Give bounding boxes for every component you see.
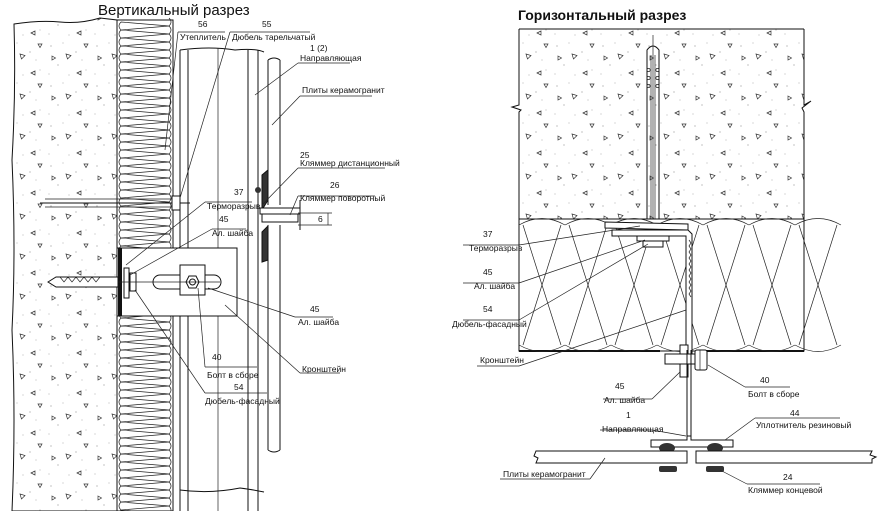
leader-lines-vertical bbox=[125, 31, 385, 394]
callout-label: Терморазрыв bbox=[207, 201, 261, 211]
callout-label: Кронштейн bbox=[302, 364, 346, 374]
callout-number: 40 bbox=[212, 352, 222, 362]
callout-number: 56 bbox=[198, 19, 208, 29]
insulation-horizontal bbox=[518, 218, 842, 352]
callout-label: Дюбель-фасадный bbox=[452, 319, 527, 329]
ceramic-tile-vertical bbox=[267, 57, 281, 453]
callout-label: Уплотнитель резиновый bbox=[756, 420, 852, 430]
callout-label: Плиты керамогранит bbox=[302, 85, 385, 95]
leader-lines-horizontal bbox=[463, 225, 840, 485]
callout-label: Дюбель-фасадный bbox=[205, 396, 280, 406]
concrete-wall bbox=[11, 17, 118, 511]
callout-label: Кляммер поворотный bbox=[300, 193, 385, 203]
callout-number: 45 bbox=[483, 267, 493, 277]
callout-label: Ал. шайба bbox=[298, 317, 339, 327]
callouts-horizontal: 37 Терморазрыв 45 Ал. шайба 54 Дюбель-фа… bbox=[452, 229, 852, 495]
callout-number: 54 bbox=[234, 382, 244, 392]
callout-label: Кляммер концевой bbox=[748, 485, 823, 495]
bracket-horizontal bbox=[604, 221, 708, 378]
bracket-vertical bbox=[47, 247, 238, 317]
callout-label: Ал. шайба bbox=[474, 281, 515, 291]
callout-label: Болт в сборе bbox=[748, 389, 800, 399]
callout-label: Ал. шайба bbox=[212, 228, 253, 238]
clamp-assembly bbox=[255, 168, 301, 263]
vertical-section: Вертикальный разрез bbox=[11, 2, 400, 511]
callout-number: 44 bbox=[790, 408, 800, 418]
callout-number: 40 bbox=[760, 375, 770, 385]
plate-dowel bbox=[40, 195, 190, 211]
callout-number: 54 bbox=[483, 304, 493, 314]
callout-number: 37 bbox=[234, 187, 244, 197]
horizontal-section-title: Горизонтальный разрез bbox=[518, 7, 686, 23]
callout-label: Утеплитель bbox=[180, 32, 226, 42]
callout-label: Плиты керамогранит bbox=[503, 469, 586, 479]
callouts-vertical: 56 Утеплитель 55 Дюбель тарельчатый 1 (2… bbox=[180, 19, 400, 406]
concrete-wall-horizontal bbox=[519, 29, 804, 219]
callout-label: Кронштейн bbox=[480, 355, 524, 365]
callout-label: Направляющая bbox=[602, 424, 664, 434]
callout-label: Ал. шайба bbox=[604, 395, 645, 405]
vertical-section-title: Вертикальный разрез bbox=[98, 2, 250, 19]
callout-label: Кляммер дистанционный bbox=[300, 158, 400, 168]
callout-label: Болт в сборе bbox=[207, 370, 259, 380]
callout-label: Направляющая bbox=[300, 53, 362, 63]
callout-number: 45 bbox=[219, 214, 229, 224]
callout-number: 45 bbox=[310, 304, 320, 314]
callout-number: 55 bbox=[262, 19, 272, 29]
guide-horizontal bbox=[650, 350, 734, 472]
dimension-value: 6 bbox=[318, 214, 323, 224]
ceramic-tile-horizontal bbox=[533, 450, 878, 464]
callout-number: 26 bbox=[330, 180, 340, 190]
callout-number: 25 bbox=[300, 150, 310, 160]
callout-number: 1 (2) bbox=[310, 43, 328, 53]
anchor-dowel-horizontal bbox=[646, 35, 660, 250]
callout-number: 37 bbox=[483, 229, 493, 239]
callout-number: 45 bbox=[615, 381, 625, 391]
callout-number: 24 bbox=[783, 472, 793, 482]
horizontal-section: Горизонтальный разрез bbox=[452, 7, 878, 495]
callout-label: Терморазрыв bbox=[469, 243, 523, 253]
callout-label: Дюбель тарельчатый bbox=[232, 32, 316, 42]
callout-number: 1 bbox=[626, 410, 631, 420]
